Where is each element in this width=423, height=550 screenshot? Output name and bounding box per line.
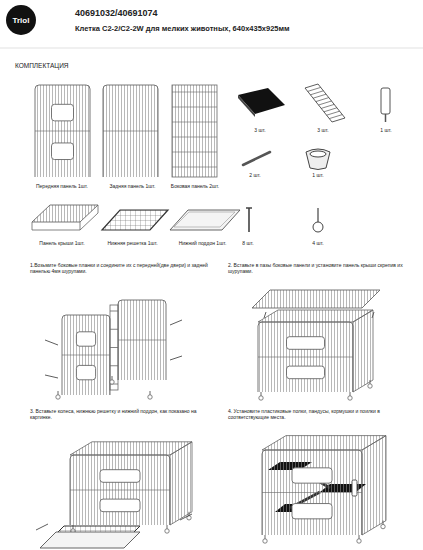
part-label: Нижний поддон 1шт. — [165, 240, 240, 246]
part-label: Нижняя решетка 1шт. — [95, 240, 170, 246]
part-label: 2 шт. — [235, 172, 275, 178]
parts-set — [32, 84, 390, 232]
part-label: 3 шт. — [240, 127, 280, 133]
part-label: 1 шт. — [366, 127, 406, 133]
article-number: 40691032/40691074 — [75, 8, 275, 19]
step-note: 4. Установите пластиковые полки, пандусы… — [228, 408, 408, 420]
part-label: 3 шт. — [303, 127, 343, 133]
step-1-illustration — [45, 300, 182, 399]
logo-badge: Triol — [6, 5, 36, 35]
part-label: Задняя панель 1шт. — [95, 183, 170, 189]
step-note: 3. Вставьте колеса, нижнюю решетку и ниж… — [30, 408, 210, 420]
part-label: Боковая панель 2шт. — [160, 183, 230, 189]
step-3-illustration — [36, 442, 192, 548]
part-label: Панель крыши 1шт. — [22, 240, 102, 246]
part-label: Передняя панель 1шт. — [22, 183, 102, 189]
header-rule — [0, 48, 423, 49]
part-label: 1 шт. — [298, 172, 338, 178]
part-label: 4 шт. — [298, 240, 338, 246]
section-heading: КОМПЛЕКТАЦИЯ — [15, 62, 135, 70]
step-note: 2. Вставьте в пазы боковые панели и уста… — [228, 262, 408, 274]
step-4-illustration — [262, 436, 386, 544]
step-2-illustration — [252, 290, 380, 400]
title: Клетка C2-2/C2-2W для мелких животных, 6… — [75, 24, 415, 33]
part-label: 8 шт. — [228, 240, 268, 246]
logo-text: Triol — [13, 16, 30, 25]
step-note: 1.Возьмите боковые планки и соедините их… — [30, 262, 210, 274]
